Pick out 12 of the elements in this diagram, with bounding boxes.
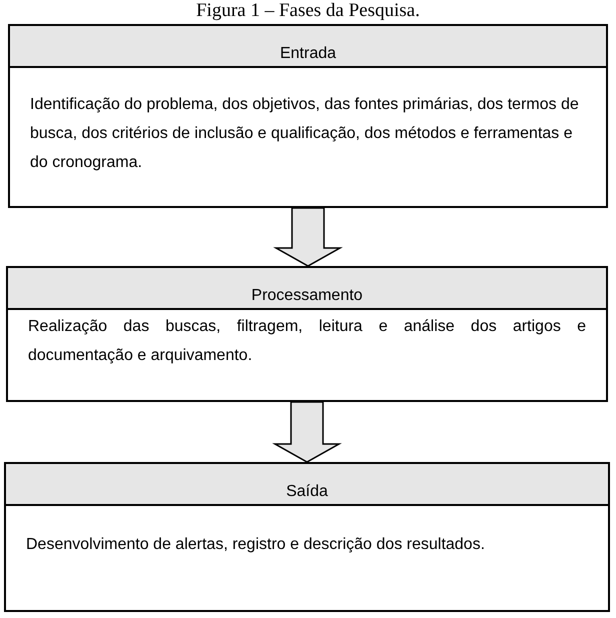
phase-box <box>4 462 610 612</box>
figure-title: Figura 1 – Fases da Pesquisa. <box>195 0 421 22</box>
block-arrow <box>273 207 343 267</box>
phase-heading: Entrada <box>10 26 606 68</box>
phase-description: Desenvolvimento de alertas, registro e descrição dos resultados. <box>26 535 486 555</box>
phase-box <box>8 24 608 208</box>
phase-heading: Processamento <box>8 268 606 310</box>
phase-description: Realização das buscas, filtragem, leitura e análise dos artigos e documentação e arquivamento. <box>28 317 586 366</box>
phase-box <box>6 266 608 402</box>
phase-heading: Saída <box>6 464 608 506</box>
block-arrow <box>272 401 342 463</box>
phase-description: Identificação do problema, dos objetivos, das fontes primárias, dos termos de busca, dos critérios de inclusão e qualificação, dos métodos e ferramentas e do cronograma. <box>30 95 580 173</box>
